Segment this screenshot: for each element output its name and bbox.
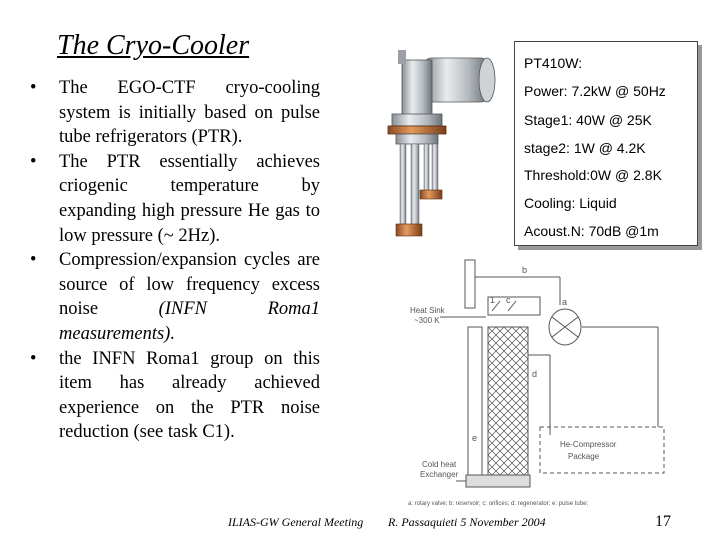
diagram-caption: a: rotary valve; b: reservoir; c: orific… [408, 501, 588, 507]
bullet-item: • The EGO-CTF cryo-cooling system is init… [30, 76, 320, 150]
cold-heat-label: Cold heat [422, 460, 457, 469]
bullet-text: The EGO-CTF cryo-cooling system is initi… [59, 78, 320, 148]
pulse-tube-schematic: Heat Sink ~300 K Cold heat Exchanger He-… [408, 259, 665, 507]
bullet-icon: • [30, 151, 37, 172]
heat-sink-temp-label: ~300 K [414, 316, 440, 325]
spec-power: Power: 7.2kW @ 50Hz [524, 83, 666, 99]
label-a: a [562, 297, 567, 307]
slide-title: The Cryo-Cooler [57, 30, 250, 61]
spec-cooling: Cooling: Liquid [524, 195, 617, 211]
exchanger-label: Exchanger [420, 470, 459, 479]
bullet-item: • The PTR essentially achieves criogenic … [30, 150, 320, 248]
footer-author: R. Passaquieti 5 November 2004 [388, 515, 546, 529]
spec-acoustic-noise: Acoust.N: 70dB @1m [524, 223, 659, 239]
cryocooler-photo [340, 40, 510, 252]
compressor-label-1: He-Compressor [560, 440, 617, 449]
bullet-item: • Compression/expansion cycles are source… [30, 248, 320, 346]
specifications-box: PT410W: Power: 7.2kW @ 50Hz Stage1: 40W … [514, 41, 698, 246]
compressor-label-2: Package [568, 452, 600, 461]
label-e: e [472, 433, 477, 443]
heat-sink-label: Heat Sink [410, 306, 446, 315]
label-b: b [522, 265, 527, 275]
bullet-text: Compression/expansion cycles are source … [59, 250, 320, 320]
page-number: 17 [655, 513, 671, 530]
label-c: c [506, 295, 511, 305]
bullet-icon: • [30, 348, 37, 369]
label-1: 1 [490, 295, 495, 305]
footer-meeting: ILIAS-GW General Meeting [228, 515, 364, 529]
bullet-icon: • [30, 250, 37, 271]
spec-stage1: Stage1: 40W @ 25K [524, 112, 652, 128]
bullet-text: The PTR essentially achieves criogenic t… [59, 151, 320, 246]
spec-stage2: stage2: 1W @ 4.2K [524, 140, 646, 156]
label-d: d [532, 369, 537, 379]
spec-model: PT410W: [524, 55, 583, 71]
bullet-icon: • [30, 78, 37, 98]
bullet-item: • the INFN Roma1 group on this item has a… [30, 347, 320, 445]
bullet-list: • The EGO-CTF cryo-cooling system is init… [30, 76, 320, 445]
spec-threshold: Threshold:0W @ 2.8K [524, 167, 662, 183]
bullet-text: the INFN Roma1 group on this item has al… [59, 348, 320, 443]
bullet-emphasis: (INFN Roma1 measurements). [59, 299, 320, 344]
